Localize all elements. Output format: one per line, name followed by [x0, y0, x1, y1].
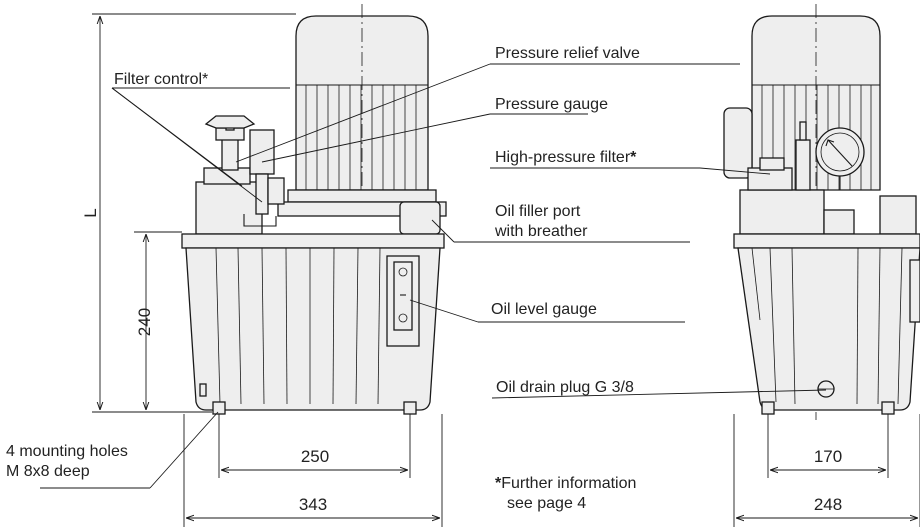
pressure-relief-valve-label: Pressure relief valve — [495, 45, 640, 62]
dimension-label-250: 250 — [301, 447, 329, 466]
side-tank — [733, 233, 920, 415]
dimensions — [92, 13, 920, 527]
mounting-holes-label: 4 mounting holes — [6, 443, 128, 460]
footnote-line2: see page 4 — [507, 495, 586, 512]
front-view — [181, 4, 447, 415]
pressure-gauge-label: Pressure gauge — [495, 96, 608, 113]
dimension-label-248: 248 — [814, 495, 842, 514]
dimension-label-170: 170 — [814, 447, 842, 466]
front-filler-port — [399, 201, 441, 235]
oil-level-gauge-label: Oil level gauge — [491, 301, 597, 318]
oil-drain-plug-label: Oil drain plug G 3/8 — [496, 379, 634, 396]
front-motor — [277, 4, 447, 217]
side-view — [723, 4, 920, 420]
oil-filler-port-label-line2: with breather — [494, 223, 588, 240]
leader-lines — [40, 63, 827, 489]
mounting-holes-label-line2: M 8x8 deep — [6, 463, 90, 480]
oil-filler-port-label: Oil filler port — [495, 203, 581, 220]
dimension-label-l: L — [81, 208, 100, 217]
footnote-line1: *Further information — [495, 475, 636, 492]
dimension-label-343: 343 — [299, 495, 327, 514]
filter-control-label: Filter control* — [114, 71, 208, 88]
high-pressure-filter-label: High-pressure filter* — [495, 149, 637, 166]
front-valve-block — [195, 115, 285, 235]
front-tank — [181, 233, 445, 415]
dimension-label-240: 240 — [135, 308, 154, 336]
